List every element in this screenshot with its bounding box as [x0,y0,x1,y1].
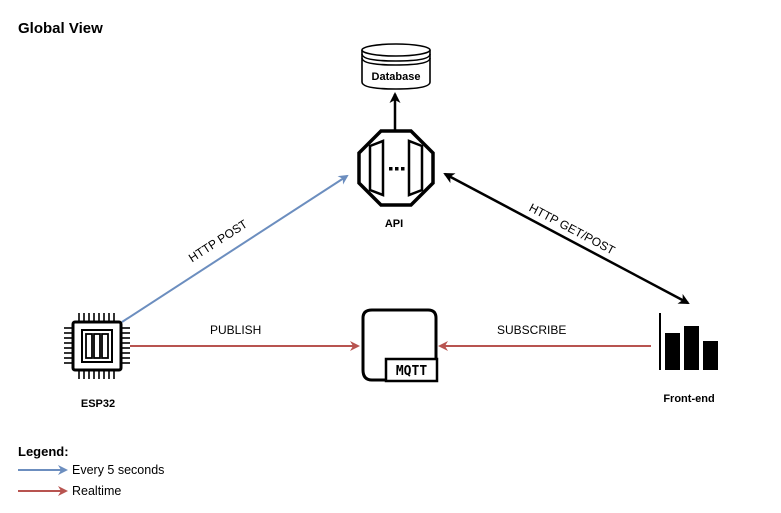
api-gateway-icon[interactable] [357,129,435,207]
mqtt-broker-icon[interactable]: MQTT [361,308,439,383]
bar-chart-icon[interactable] [659,313,718,370]
edge-http-get-post [443,172,690,305]
edge-label-publish: PUBLISH [210,323,262,337]
api-label: API [384,218,404,230]
legend-item-label: Every 5 seconds [72,463,165,477]
database-icon[interactable]: Database [361,43,431,90]
edge-label-subscribe: SUBSCRIBE [497,323,567,337]
chip-icon[interactable] [64,313,130,379]
frontend-label: Front-end [663,393,715,405]
mqtt-label: MQTT [396,364,427,379]
diagram-title: Global View [18,20,103,37]
esp32-label: ESP32 [80,398,116,410]
legend-swatches [18,465,68,496]
database-label: Database [372,71,421,83]
legend-title: Legend: [18,444,69,459]
edge-http-post [121,174,349,323]
legend-item-label: Realtime [72,484,122,498]
